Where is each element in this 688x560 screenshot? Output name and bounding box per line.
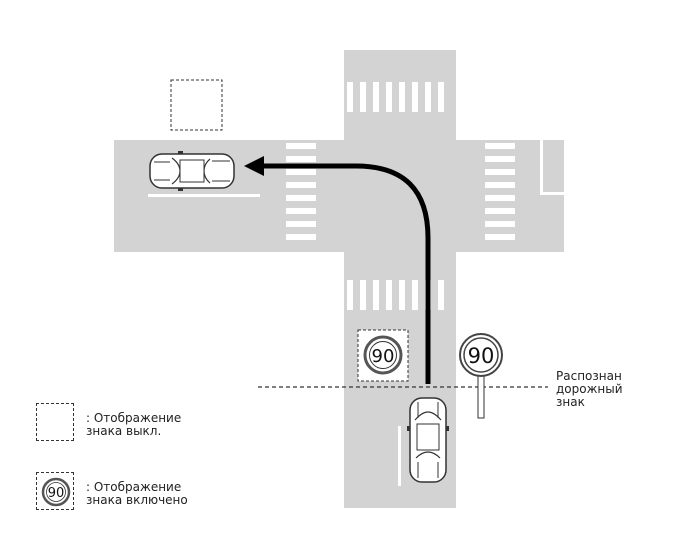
- car-west-icon: [149, 151, 235, 191]
- crosswalk-north: [347, 82, 444, 112]
- road-markings: [148, 140, 564, 486]
- legend-on-label: : Отображение знака включено: [86, 480, 188, 507]
- sign-post: [477, 375, 485, 419]
- displayed-sign-value: 90: [372, 346, 395, 367]
- turn-path-arrow: [262, 163, 431, 384]
- legend-off-box: [36, 403, 74, 441]
- arrow-head-icon: [244, 156, 264, 176]
- sign-display-off-box: [170, 79, 223, 131]
- crosswalk-east: [485, 143, 515, 240]
- legend-sign-value: 90: [48, 486, 65, 501]
- legend-on-box: [36, 472, 74, 510]
- crosswalk-west: [286, 143, 316, 240]
- detected-sign-label: Распознан дорожный знак: [556, 369, 623, 409]
- roadside-sign-value: 90: [468, 344, 495, 368]
- legend-off-label: : Отображение знака выкл.: [86, 411, 182, 438]
- car-ego-icon: [407, 397, 449, 483]
